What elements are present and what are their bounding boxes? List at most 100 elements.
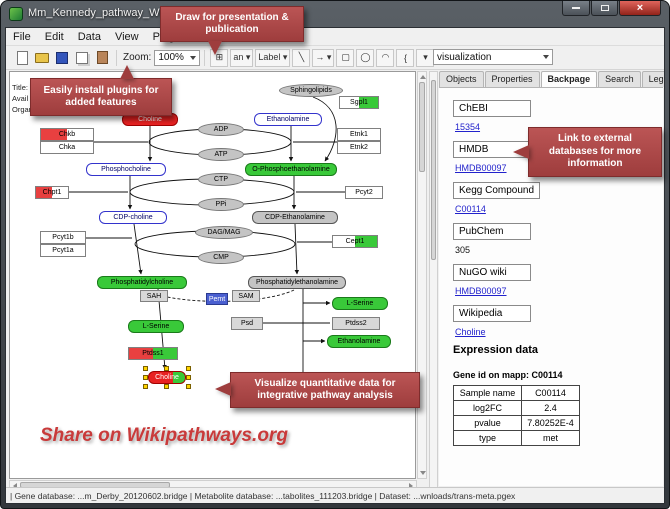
node-chka[interactable]: Chka bbox=[40, 141, 94, 154]
backpage-section-header: Wikipedia bbox=[453, 305, 531, 322]
node-choline-selected[interactable]: Choline bbox=[148, 371, 186, 384]
open-button[interactable] bbox=[33, 49, 51, 67]
template-tool[interactable]: ▾ bbox=[416, 48, 435, 67]
selection-handle[interactable] bbox=[186, 366, 191, 371]
node-pcyt1a[interactable]: Pcyt1a bbox=[40, 244, 86, 257]
tab-objects[interactable]: Objects bbox=[439, 71, 484, 87]
visualization-combo[interactable]: visualization bbox=[433, 49, 553, 65]
callout-visualize: Visualize quantitative data for integrat… bbox=[230, 372, 420, 408]
node-l-serine-left[interactable]: L-Serine bbox=[128, 320, 184, 333]
chevron-down-icon bbox=[543, 55, 549, 59]
node-sam[interactable]: SAM bbox=[232, 290, 260, 302]
node-cdp-choline[interactable]: CDP-choline bbox=[99, 211, 167, 224]
backpage-section-header: PubChem bbox=[453, 223, 531, 240]
paste-button[interactable] bbox=[93, 49, 111, 67]
node-phosphatidylcholine[interactable]: Phosphatidylcholine bbox=[97, 276, 187, 289]
copy-button[interactable] bbox=[73, 49, 91, 67]
node-sgpl1[interactable]: Sgpl1 bbox=[339, 96, 379, 109]
backpage-link[interactable]: 15354 bbox=[455, 122, 481, 132]
menu-edit[interactable]: Edit bbox=[44, 30, 64, 43]
selection-handle[interactable] bbox=[186, 374, 191, 380]
scroll-right-icon[interactable] bbox=[409, 483, 413, 489]
node-psd[interactable]: Psd bbox=[231, 317, 263, 330]
node-adp[interactable]: ADP bbox=[198, 123, 244, 136]
canvas-vertical-scrollbar[interactable] bbox=[417, 71, 427, 479]
node-dag[interactable]: DAG/MAG bbox=[195, 226, 253, 239]
menu-view[interactable]: View bbox=[114, 30, 139, 43]
side-panel-tabs: ObjectsPropertiesBackpageSearchLegend bbox=[439, 71, 664, 88]
backpage-link[interactable]: Choline bbox=[455, 327, 486, 337]
node-ethanolamine-bottom[interactable]: Ethanolamine bbox=[327, 335, 391, 348]
node-sphingolipids[interactable]: Sphingolipids bbox=[279, 84, 343, 97]
node-chpt1[interactable]: Chpt1 bbox=[35, 186, 69, 199]
save-button[interactable] bbox=[53, 49, 71, 67]
node-ppi[interactable]: PPi bbox=[198, 198, 244, 211]
save-disk-icon bbox=[56, 51, 68, 64]
node-etnk2[interactable]: Etnk2 bbox=[337, 141, 381, 154]
selection-handle[interactable] bbox=[143, 374, 148, 380]
scroll-left-icon[interactable] bbox=[13, 483, 17, 489]
arc-tool[interactable]: ◠ bbox=[376, 48, 395, 67]
node-etnk1[interactable]: Etnk1 bbox=[337, 128, 381, 141]
tab-legend[interactable]: Legend bbox=[641, 71, 664, 87]
label-tool[interactable]: Label ▾ bbox=[255, 48, 291, 67]
node-ptdss1[interactable]: Ptdss1 bbox=[128, 347, 178, 360]
scrollbar-thumb[interactable] bbox=[419, 82, 425, 172]
node-atp[interactable]: ATP bbox=[198, 148, 244, 161]
copy-icon bbox=[76, 51, 88, 64]
scroll-down-icon[interactable] bbox=[420, 471, 426, 475]
close-icon: × bbox=[636, 1, 644, 14]
panel-vertical-scrollbar[interactable] bbox=[429, 71, 438, 489]
minimize-button[interactable] bbox=[562, 1, 590, 16]
node-ptdss2[interactable]: Ptdss2 bbox=[332, 317, 380, 330]
arrow-tool[interactable]: → ▾ bbox=[312, 48, 335, 67]
tab-search[interactable]: Search bbox=[598, 71, 641, 87]
selection-handle[interactable] bbox=[186, 384, 191, 389]
backpage-link[interactable]: HMDB00097 bbox=[455, 163, 507, 173]
scroll-up-icon[interactable] bbox=[420, 75, 426, 79]
selection-handle[interactable] bbox=[164, 366, 169, 371]
node-cmp[interactable]: CMP bbox=[198, 251, 244, 264]
toolbar: Zoom: 100% ⊞an ▾Label ▾╲→ ▾▢◯◠{▾ visuali… bbox=[6, 46, 664, 70]
node-cept1[interactable]: Cept1 bbox=[332, 235, 378, 248]
node-cdp-ethanolamine[interactable]: CDP-Ethanolamine bbox=[252, 211, 338, 224]
tab-backpage[interactable]: Backpage bbox=[540, 71, 598, 87]
node-phosphatidylethanolamine[interactable]: Phosphatidylethanolamine bbox=[248, 276, 346, 289]
scrollbar-thumb[interactable] bbox=[431, 80, 436, 260]
close-button[interactable]: × bbox=[619, 1, 661, 16]
node-pemt[interactable]: Pemt bbox=[206, 293, 228, 305]
new-file-button[interactable] bbox=[13, 49, 31, 67]
callout-draw-pointer bbox=[208, 41, 222, 55]
zoom-combo[interactable]: 100% bbox=[154, 49, 201, 66]
selection-handle[interactable] bbox=[143, 384, 148, 389]
node-l-serine-right[interactable]: L-Serine bbox=[332, 297, 388, 310]
menu-file[interactable]: File bbox=[13, 30, 31, 43]
ellipse-tool[interactable]: ◯ bbox=[356, 48, 375, 67]
node-chkb[interactable]: Chkb bbox=[40, 128, 94, 141]
node-o-phosphoethanolamine[interactable]: O-Phosphoethanolamine bbox=[245, 163, 337, 176]
line-tool[interactable]: ╲ bbox=[292, 48, 311, 67]
maximize-button[interactable] bbox=[591, 1, 618, 16]
node-ctp[interactable]: CTP bbox=[198, 173, 244, 186]
node-sah[interactable]: SAH bbox=[140, 290, 168, 302]
node-phosphocholine[interactable]: Phosphocholine bbox=[86, 163, 166, 176]
node-pcyt1b[interactable]: Pcyt1b bbox=[40, 231, 86, 244]
datanode-tool[interactable]: an ▾ bbox=[230, 48, 254, 67]
title-bar[interactable]: Mm_Kennedy_pathway_WP1771_45176.gp × bbox=[1, 1, 669, 27]
node-ethanolamine-top[interactable]: Ethanolamine bbox=[254, 113, 322, 126]
selection-handle[interactable] bbox=[143, 366, 148, 371]
selection-handle[interactable] bbox=[164, 384, 169, 389]
tab-properties[interactable]: Properties bbox=[484, 71, 540, 87]
backpage-link[interactable]: C00114 bbox=[455, 204, 486, 214]
node-pcyt2[interactable]: Pcyt2 bbox=[345, 186, 383, 199]
rectangle-tool[interactable]: ▢ bbox=[336, 48, 355, 67]
gene-id-line: Gene id on mapp: C00114 bbox=[453, 370, 563, 380]
backpage-link[interactable]: HMDB00097 bbox=[455, 286, 507, 296]
menu-data[interactable]: Data bbox=[77, 30, 101, 43]
callout-link-pointer bbox=[513, 145, 529, 159]
brace-tool[interactable]: { bbox=[396, 48, 415, 67]
